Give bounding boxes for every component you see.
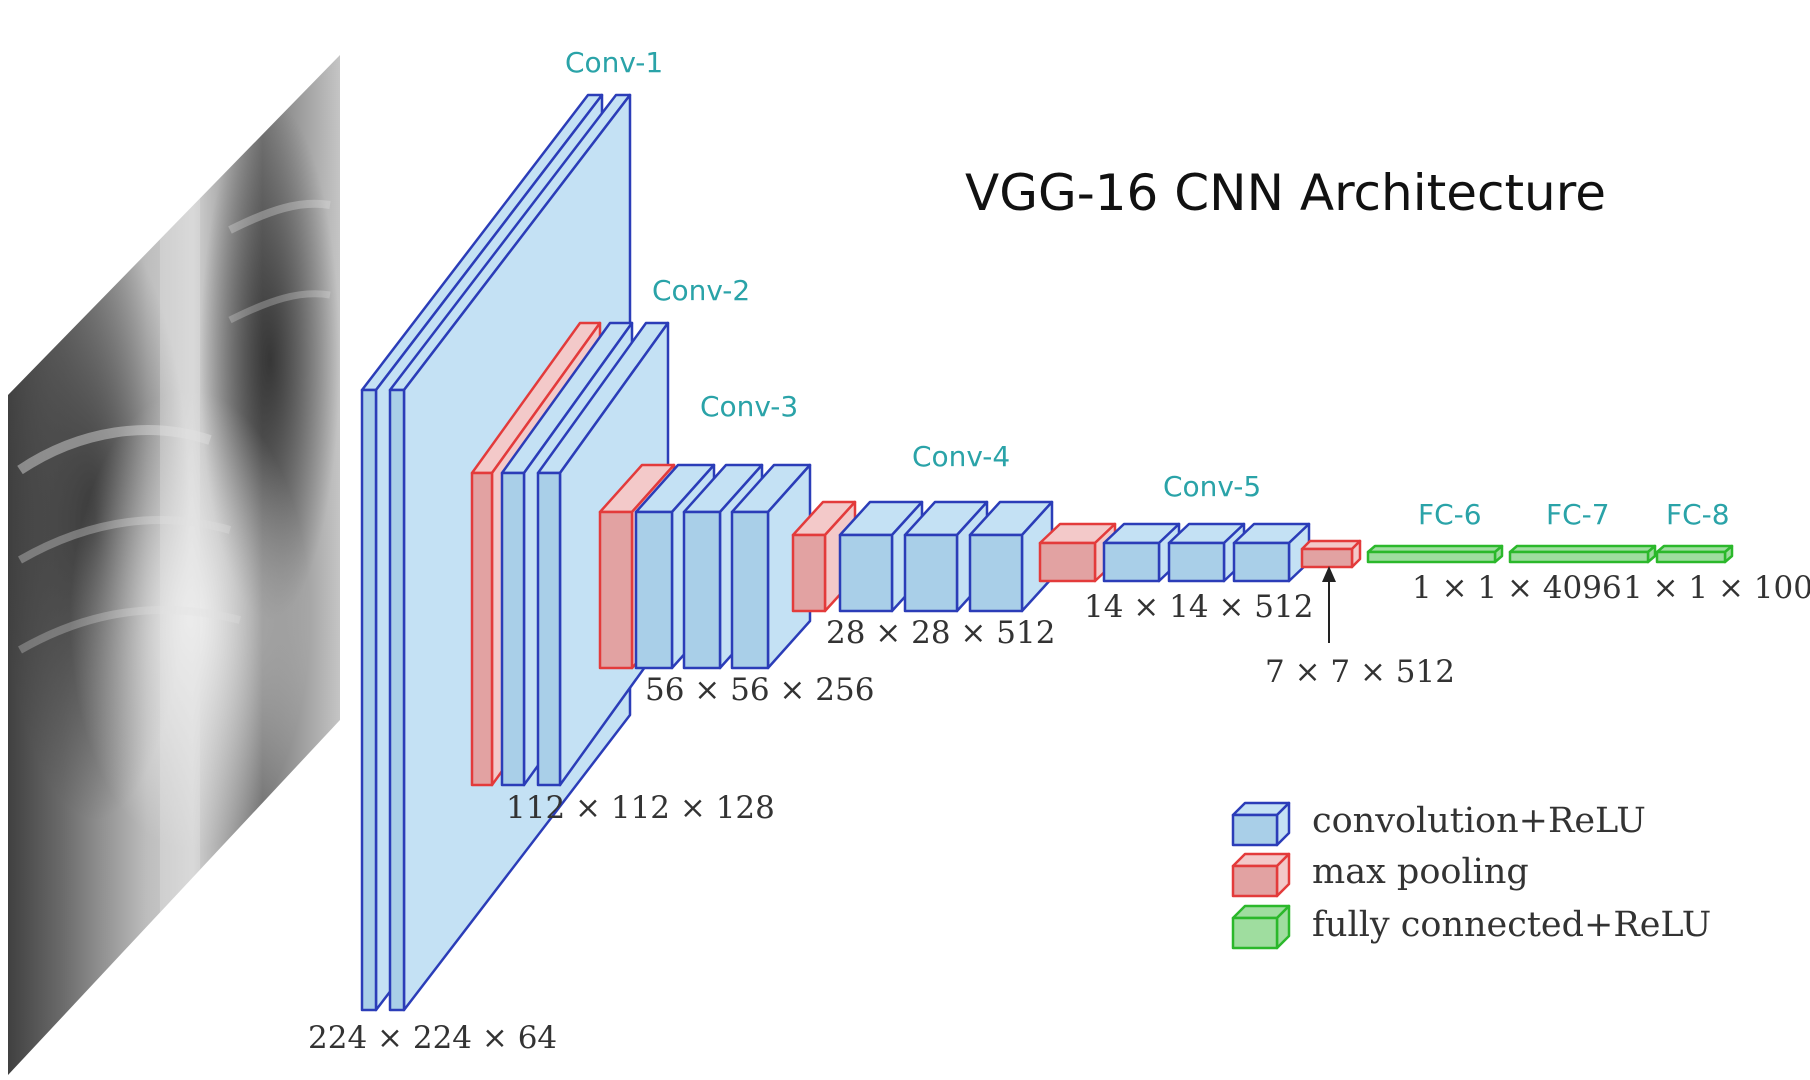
legend: convolution+ReLU max pooling fully conne… xyxy=(1231,801,1711,950)
legend-swatch-conv-box xyxy=(1231,801,1291,847)
conv3-block-3 xyxy=(730,463,812,670)
conv5-block-3 xyxy=(1232,522,1311,583)
stage-label-conv3: Conv-3 xyxy=(700,390,798,423)
legend-swatch-pool xyxy=(1231,852,1291,898)
pool5-block xyxy=(1300,539,1362,569)
dimension-label-conv1: 224 × 224 × 64 xyxy=(308,1020,557,1056)
dimension-label-conv5: 14 × 14 × 512 xyxy=(1084,589,1313,625)
legend-label-conv: convolution+ReLU xyxy=(1312,801,1646,841)
fc6-bar xyxy=(1366,544,1504,564)
legend-swatch-conv xyxy=(1231,801,1291,847)
stage-label-fc8: FC-8 xyxy=(1666,498,1730,531)
conv4-block-3 xyxy=(968,500,1054,613)
legend-swatch-fc-box xyxy=(1231,904,1291,950)
network-layers xyxy=(360,93,1734,1012)
stage-label-conv5: Conv-5 xyxy=(1163,470,1261,503)
dimension-label-pool5: 7 × 7 × 512 xyxy=(1265,654,1455,690)
fc8-bar xyxy=(1655,544,1734,564)
dimension-label-fc8: 1 × 1 × 1000 xyxy=(1623,570,1810,606)
input-xray-image xyxy=(8,55,340,1075)
conv3-block-2 xyxy=(682,463,764,670)
stage-label-fc7: FC-7 xyxy=(1546,498,1610,531)
stage-label-conv1: Conv-1 xyxy=(565,46,663,79)
diagram-title: VGG-16 CNN Architecture xyxy=(965,164,1606,222)
stage-label-conv4: Conv-4 xyxy=(912,440,1010,473)
dimension-label-conv4: 28 × 28 × 512 xyxy=(826,615,1055,651)
legend-label-fc: fully connected+ReLU xyxy=(1312,905,1711,945)
dimension-label-fc: 1 × 1 × 4096 xyxy=(1412,570,1622,606)
pool5-arrow xyxy=(1322,566,1336,643)
dimension-label-conv3: 56 × 56 × 256 xyxy=(645,672,874,708)
stage-label-conv2: Conv-2 xyxy=(652,274,750,307)
fc7-bar xyxy=(1508,544,1657,564)
legend-swatch-pool-box xyxy=(1231,852,1291,898)
legend-label-pool: max pooling xyxy=(1312,852,1529,892)
conv5-block-1 xyxy=(1102,522,1181,583)
dimension-label-conv2: 112 × 112 × 128 xyxy=(506,790,775,826)
legend-swatch-fc xyxy=(1231,904,1291,950)
stage-label-fc6: FC-6 xyxy=(1418,498,1482,531)
